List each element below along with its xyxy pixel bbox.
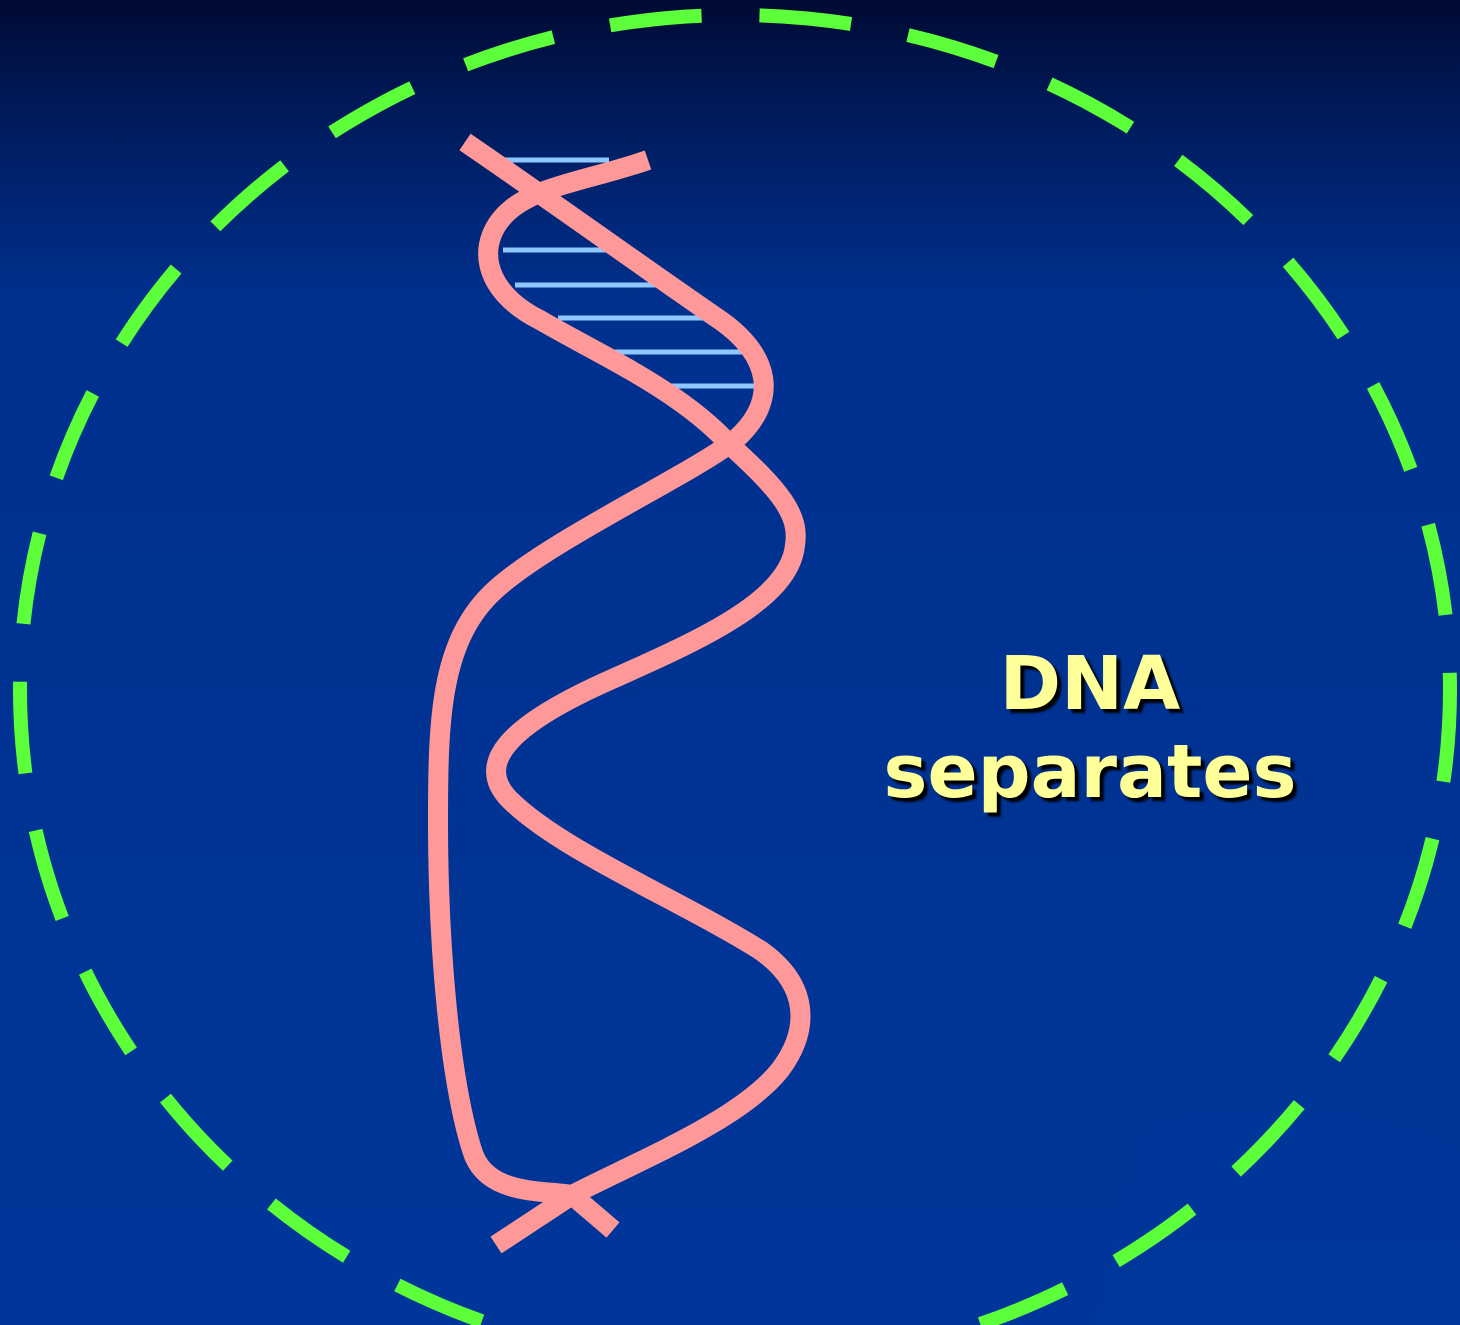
caption-line-1: DNA: [870, 640, 1310, 728]
background-swoosh: [1100, 1110, 1460, 1325]
caption-line-2: separates: [870, 728, 1310, 816]
dna-strand-b: [488, 160, 800, 1245]
dna-separates-caption: DNA separates: [870, 640, 1310, 816]
